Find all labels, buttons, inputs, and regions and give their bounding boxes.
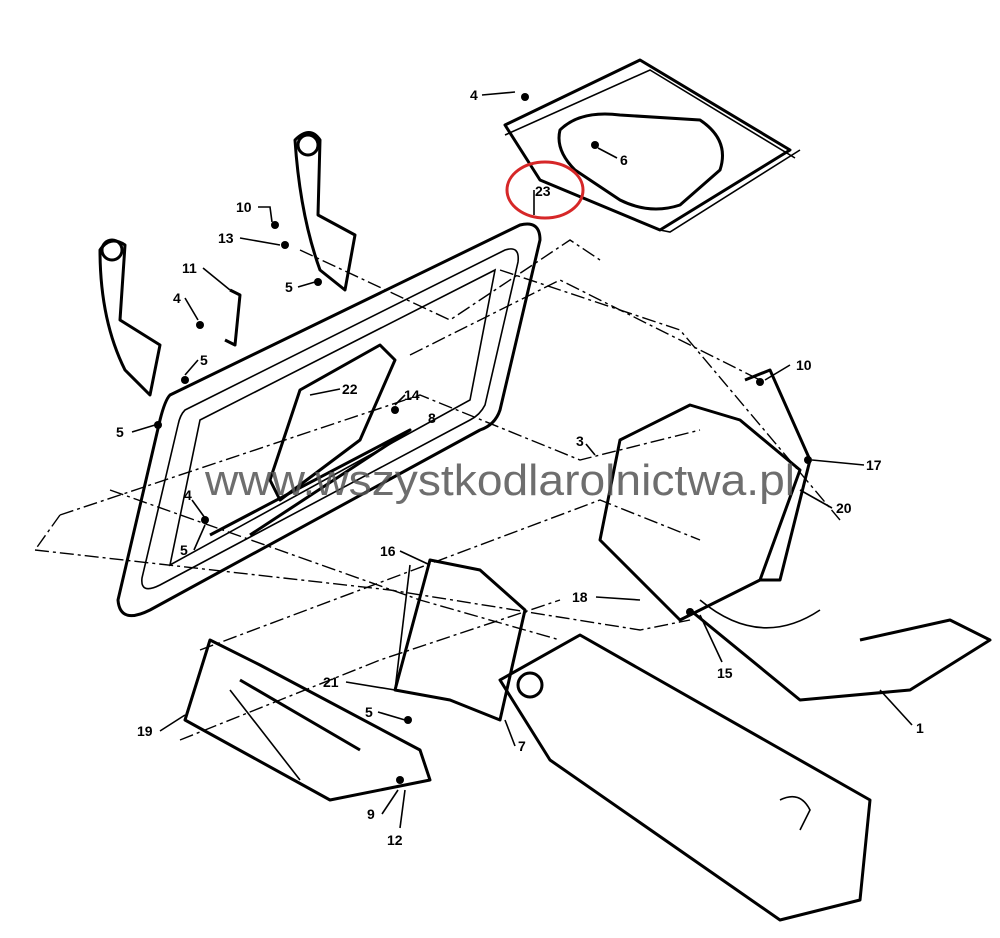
part-seat-plate	[503, 58, 801, 233]
leader-lines	[131, 91, 913, 829]
callout-4-mid: 4	[184, 487, 192, 503]
highlight-circle	[505, 160, 585, 220]
part-seat-brackets	[98, 131, 357, 397]
part-chute	[598, 368, 992, 702]
callout-5-a: 5	[285, 279, 293, 295]
callout-5-c: 5	[116, 424, 124, 440]
callout-8: 8	[428, 410, 436, 426]
callout-23: 23	[535, 183, 551, 199]
fasteners	[154, 93, 812, 784]
part-brace	[209, 343, 412, 537]
callout-9: 9	[367, 806, 375, 822]
callout-10-right: 10	[796, 357, 812, 373]
callout-11: 11	[182, 260, 197, 276]
callout-5-b: 5	[200, 352, 208, 368]
callout-4-top: 4	[470, 87, 478, 103]
callout-3: 3	[576, 433, 584, 449]
callout-14: 14	[404, 387, 420, 403]
callout-7: 7	[518, 738, 526, 754]
callout-20: 20	[836, 500, 852, 516]
part-main-frame	[116, 222, 542, 618]
part-chassis-rail	[498, 633, 872, 922]
callout-22: 22	[342, 381, 358, 397]
callout-4-left: 4	[173, 290, 181, 306]
callout-10-left: 10	[236, 199, 252, 215]
part-side-plate	[393, 558, 527, 722]
callout-13: 13	[218, 230, 234, 246]
watermark: www.wszystkodlarolnictwa.pl	[204, 456, 795, 505]
callout-6: 6	[620, 152, 628, 168]
callout-12: 12	[387, 832, 403, 848]
callout-21: 21	[323, 674, 339, 690]
callout-15: 15	[717, 665, 733, 681]
part-foot-pan	[183, 638, 432, 802]
callout-17: 17	[866, 457, 882, 473]
callout-18: 18	[572, 589, 588, 605]
callout-19: 19	[137, 723, 153, 739]
callout-5-e: 5	[365, 704, 373, 720]
callout-16: 16	[380, 543, 396, 559]
callout-labels: 4 6 23 10 13 11 4 5 5 5 22 14 8 4 5 3 10…	[116, 87, 924, 848]
callout-5-d: 5	[180, 542, 188, 558]
callout-1: 1	[916, 720, 924, 736]
